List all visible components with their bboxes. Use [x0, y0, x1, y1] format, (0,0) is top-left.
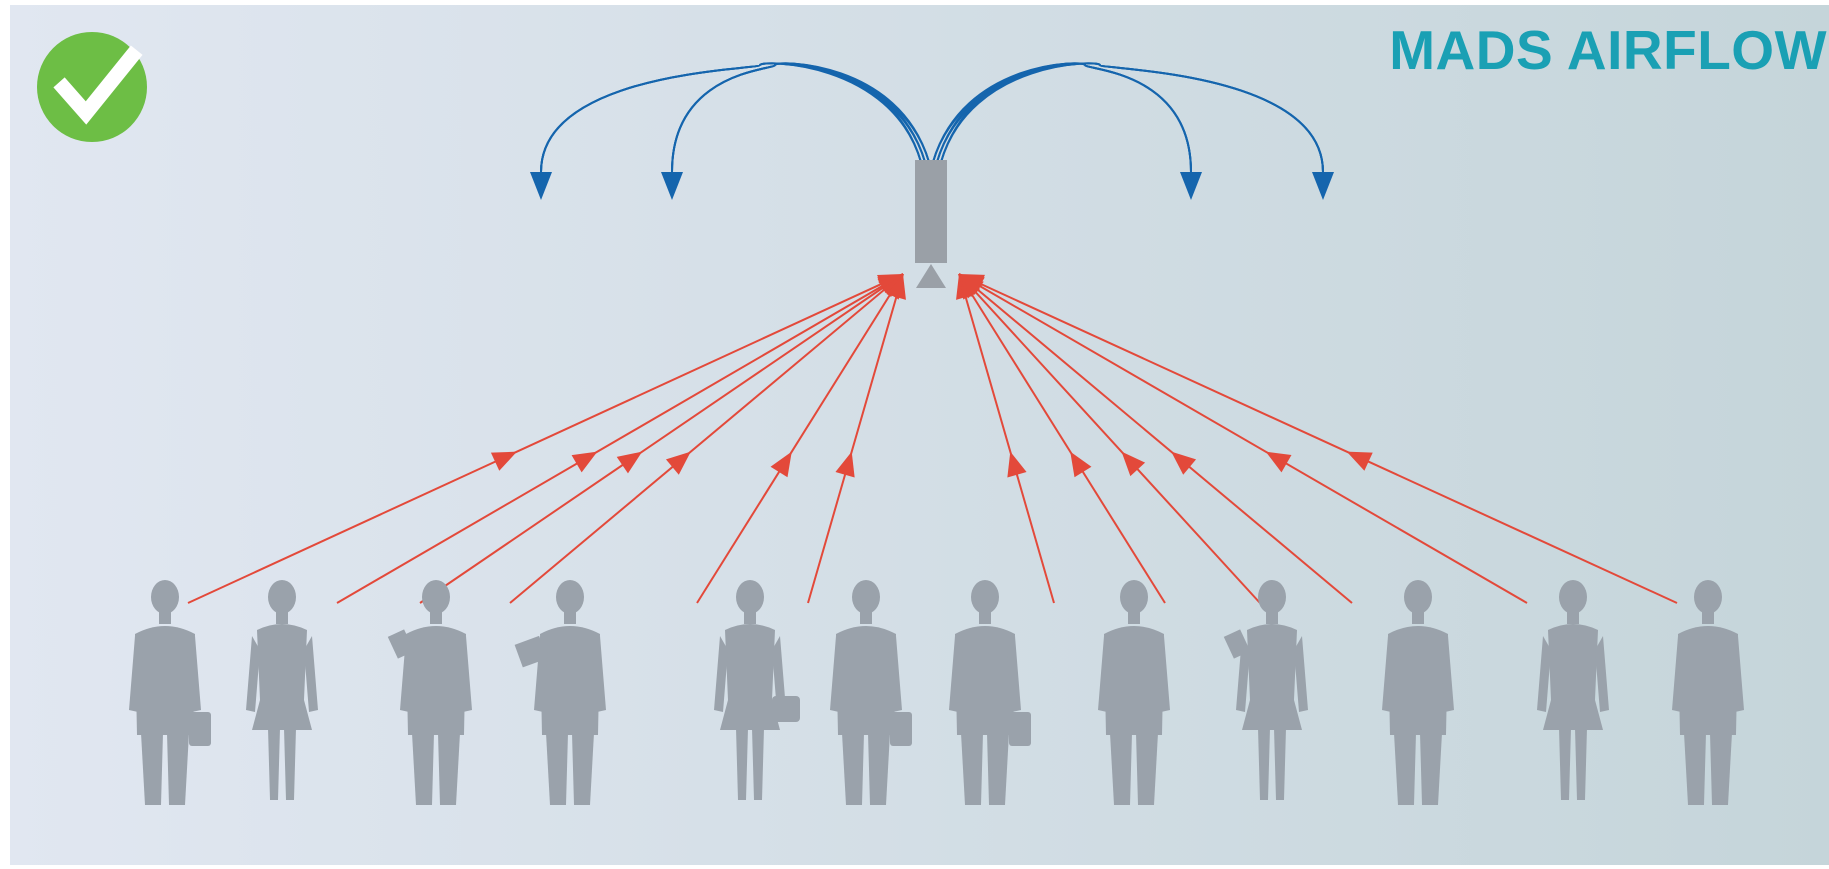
supply-airflow-group [530, 62, 1334, 200]
person-silhouette [1382, 580, 1454, 805]
person-silhouette [129, 580, 211, 805]
person-silhouette [949, 580, 1031, 805]
ceiling-diffuser [915, 160, 947, 288]
person-silhouette [1098, 580, 1170, 805]
return-air-arrow [807, 273, 906, 604]
return-air-arrow [958, 273, 1678, 604]
person-silhouette [1672, 580, 1744, 805]
checkmark-icon [37, 32, 147, 142]
return-airflow-group [187, 273, 1678, 604]
person-silhouette [246, 580, 318, 800]
person-silhouette [387, 580, 472, 805]
person-silhouette [1223, 580, 1308, 800]
person-silhouette [514, 580, 606, 805]
person-silhouette [1537, 580, 1609, 800]
occupants-group [129, 580, 1744, 805]
supply-air-arrow [661, 62, 930, 200]
person-silhouette [830, 580, 912, 805]
diagram-background [10, 5, 1829, 865]
diagram-title: MADS AIRFLOW [1389, 19, 1827, 81]
person-silhouette [714, 580, 800, 800]
supply-air-arrow [932, 62, 1334, 200]
